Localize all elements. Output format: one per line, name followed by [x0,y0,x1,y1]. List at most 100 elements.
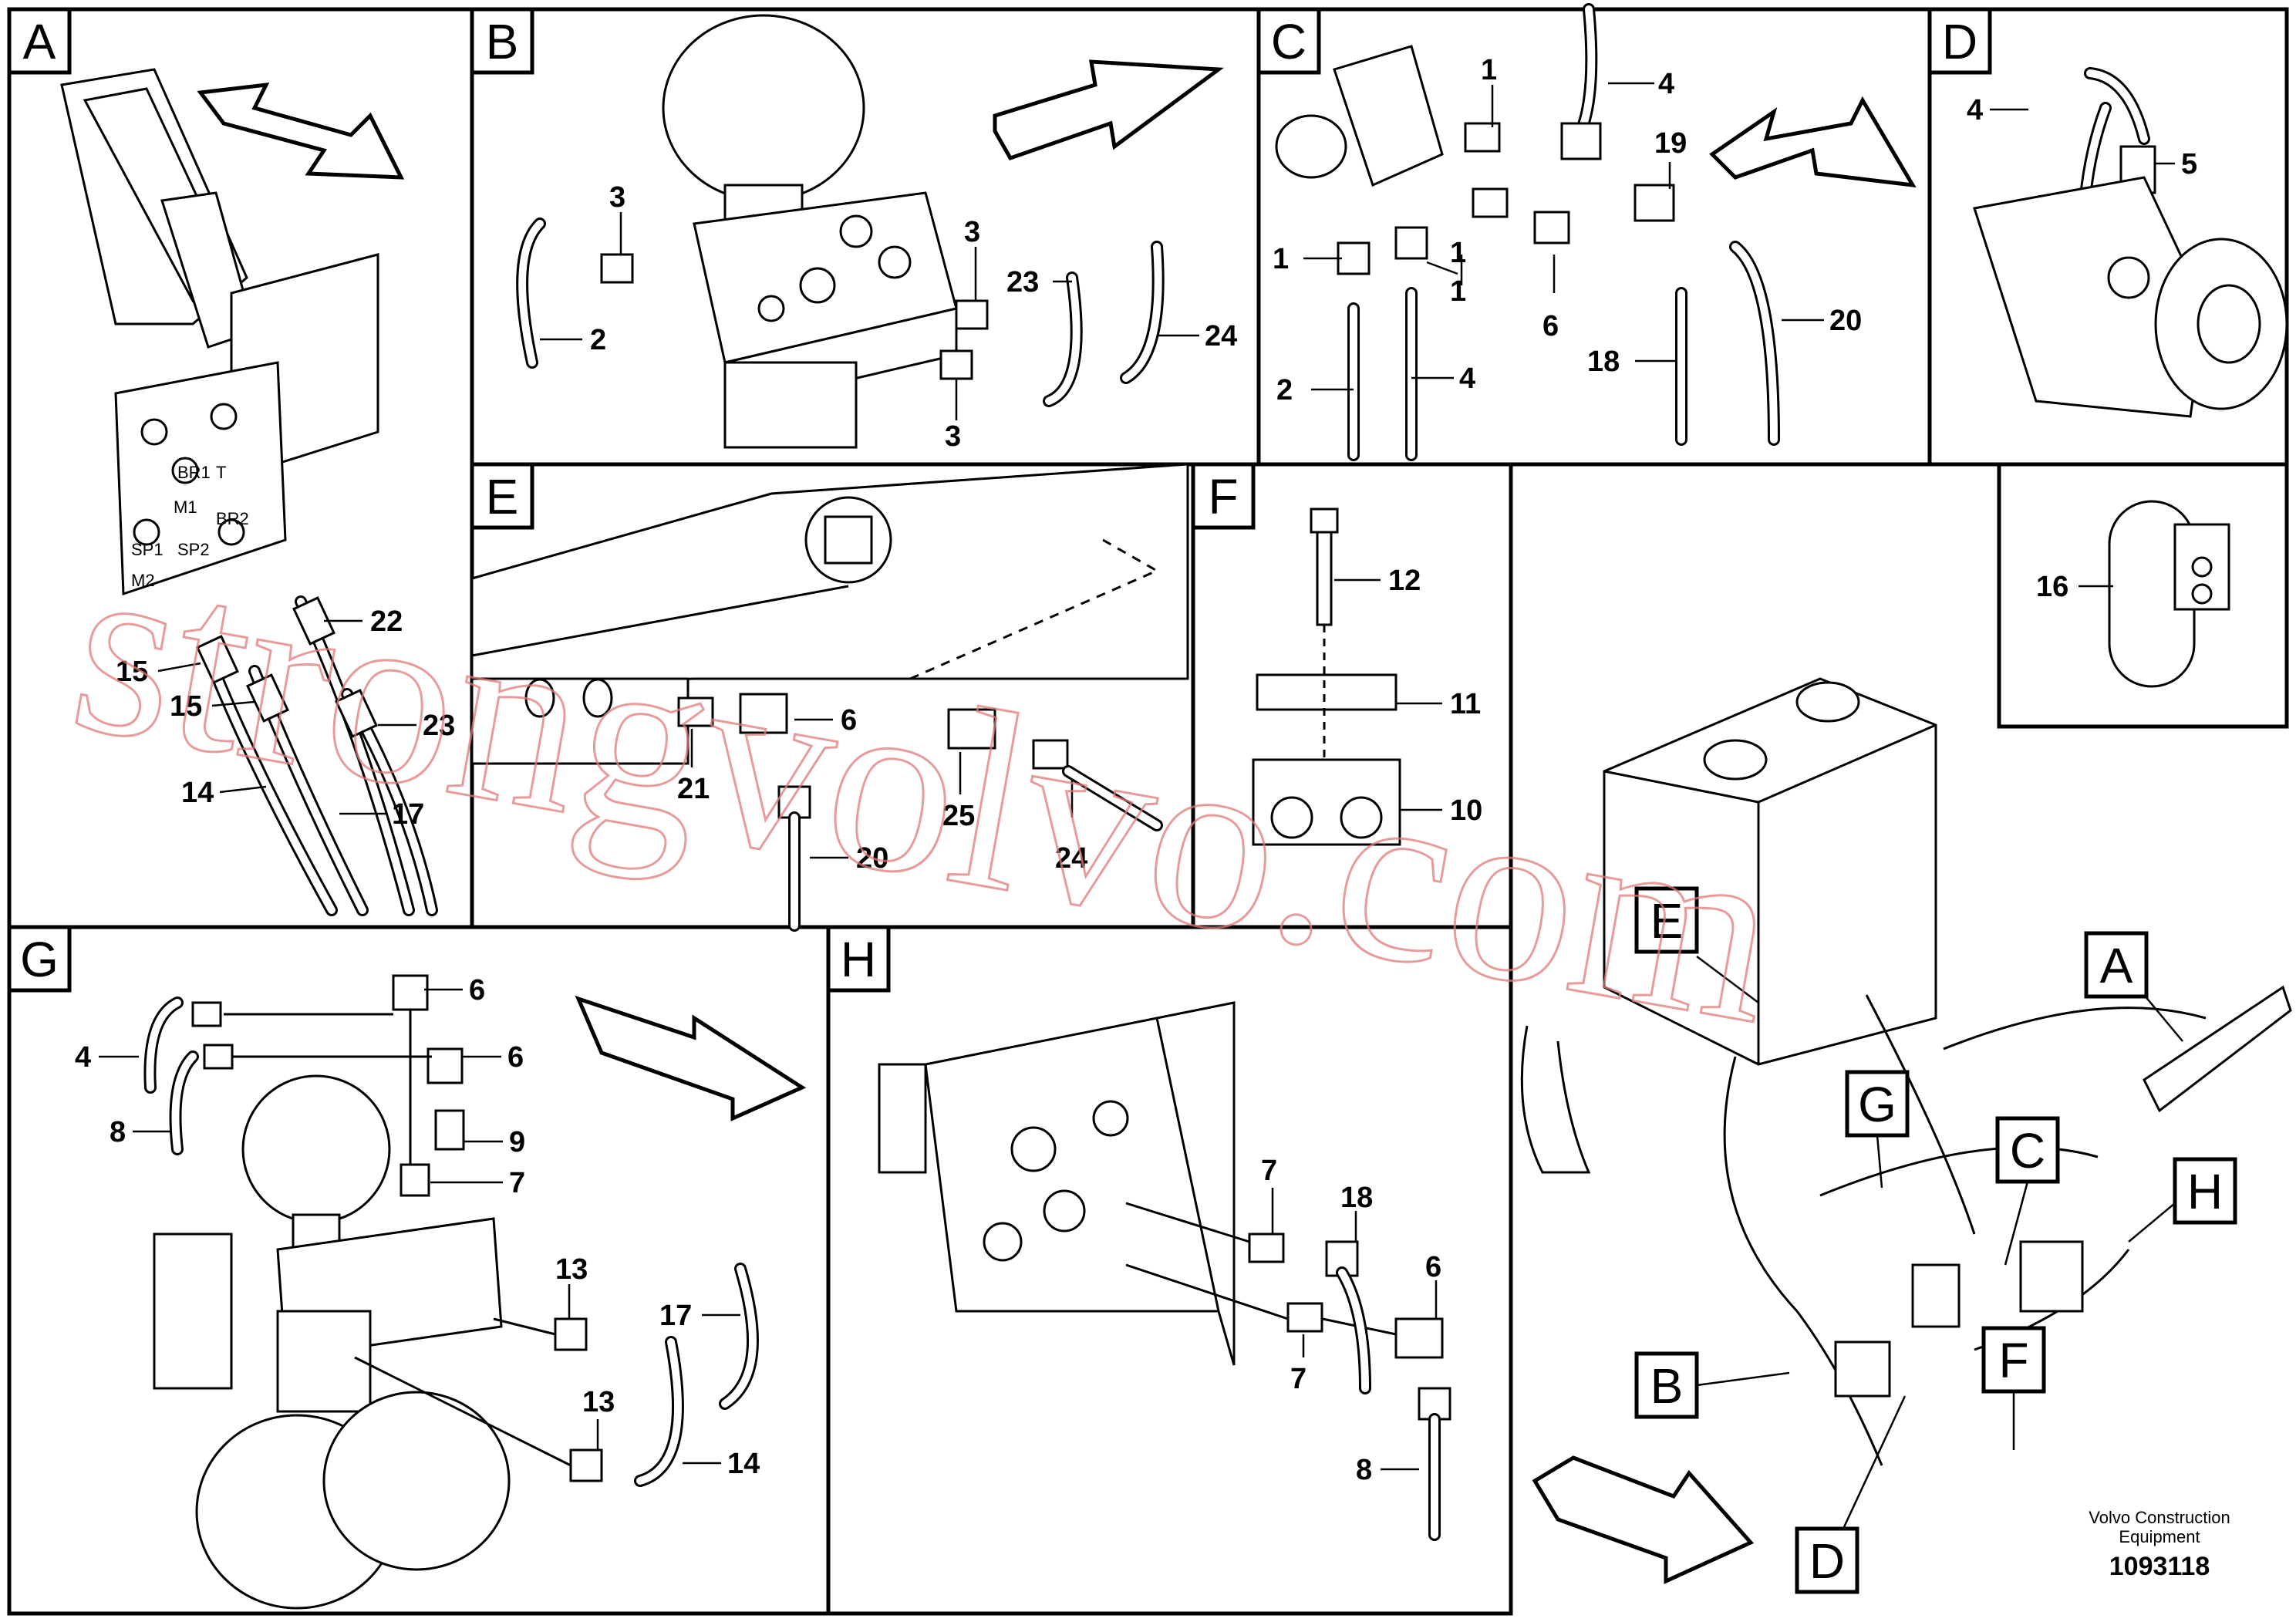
svg-text:15: 15 [116,656,148,688]
svg-text:19: 19 [1654,127,1687,160]
svg-text:4: 4 [1967,94,1983,126]
svg-text:F: F [1208,469,1238,524]
svg-text:C: C [1271,14,1306,69]
svg-text:D: D [1809,1533,1845,1589]
panel-h-label: H [826,925,891,993]
panel-a-drawing: BR1 T M1 BR2 SP1 SP2 M2 [60,68,438,916]
panel-c-drawing [1275,3,1917,461]
svg-text:BR1: BR1 [177,463,211,482]
svg-text:1: 1 [1481,54,1497,86]
svg-text:7: 7 [1290,1363,1306,1395]
svg-text:4: 4 [1658,68,1674,100]
svg-text:B: B [486,14,519,69]
svg-text:9: 9 [509,1126,525,1158]
panel-c-callouts: 1 4 19 1 1 1 6 20 2 4 18 [1273,54,1862,406]
svg-text:7: 7 [509,1167,525,1199]
brand-line-1: Volvo Construction [2089,1508,2230,1527]
svg-text:3: 3 [609,181,625,214]
svg-text:D: D [1942,14,1977,69]
svg-text:F: F [1998,1333,2028,1388]
panel-h-drawing [878,1001,1451,1541]
svg-text:2: 2 [1276,374,1293,406]
direction-arrow-icon [993,59,1225,161]
svg-text:2: 2 [590,324,606,356]
footer: Volvo Construction Equipment 1093118 [2089,1508,2230,1581]
svg-text:14: 14 [727,1448,760,1480]
svg-text:5: 5 [2181,148,2197,180]
svg-text:3: 3 [964,216,980,248]
svg-text:E: E [486,469,519,524]
overview-labels: E A G C H B F D [1634,886,2237,1594]
svg-text:10: 10 [1450,794,1482,827]
svg-text:H: H [841,932,876,987]
svg-text:B: B [1650,1358,1684,1414]
svg-text:SP2: SP2 [177,540,210,559]
direction-arrow-icon [1532,1455,1755,1584]
panel-g-label: G [7,925,72,993]
panel-b-label: B [470,7,534,75]
svg-text:12: 12 [1388,565,1421,597]
panel-c-label: C [1256,7,1321,75]
svg-text:BR2: BR2 [216,509,249,528]
clamp-detail-drawing [2108,500,2230,688]
panel-e-callouts: 6 21 20 25 24 [677,704,1087,875]
svg-text:SP1: SP1 [131,540,164,559]
panel-h-callouts: 7 18 6 7 8 [1261,1155,1441,1486]
svg-text:6: 6 [469,974,485,1007]
svg-text:C: C [2010,1123,2045,1179]
panel-e-label: E [470,462,534,530]
panel-f-callouts: 12 11 10 [1334,565,1482,827]
svg-text:T: T [216,463,226,482]
svg-text:1: 1 [1450,275,1466,308]
svg-text:7: 7 [1261,1155,1277,1187]
svg-text:22: 22 [370,605,403,638]
svg-text:A: A [23,14,56,69]
panel-g-callouts: 6 4 6 8 9 7 13 17 13 14 [75,974,760,1480]
panel-d-drawing [1973,67,2288,418]
svg-text:17: 17 [659,1300,692,1332]
svg-text:25: 25 [942,800,975,832]
svg-text:G: G [1858,1077,1896,1132]
svg-text:24: 24 [1205,320,1237,352]
svg-text:G: G [20,932,59,987]
svg-text:8: 8 [1356,1454,1372,1486]
direction-arrow-icon [575,995,807,1121]
svg-text:14: 14 [181,777,214,809]
svg-text:23: 23 [423,710,455,742]
svg-text:8: 8 [110,1116,126,1148]
svg-text:15: 15 [170,690,202,723]
svg-text:1: 1 [1450,237,1466,269]
svg-text:13: 13 [555,1253,588,1286]
svg-text:E: E [1650,893,1684,949]
svg-text:23: 23 [1006,266,1039,298]
svg-text:A: A [2100,938,2133,993]
panel-f-label: F [1191,462,1256,530]
svg-text:17: 17 [392,798,424,831]
panel-d-callouts: 4 5 [1967,94,2197,180]
svg-text:4: 4 [1459,363,1475,395]
panel-b-drawing [516,14,1225,449]
panel-f-drawing [1252,508,1401,846]
svg-text:16: 16 [2036,571,2068,603]
svg-text:M2: M2 [131,571,155,590]
svg-text:6: 6 [841,704,857,737]
svg-text:3: 3 [945,420,961,453]
svg-text:18: 18 [1587,346,1620,378]
svg-text:24: 24 [1055,842,1087,875]
svg-text:6: 6 [1425,1251,1441,1283]
panel-e-drawing [470,463,1189,932]
panel-g-drawing [143,974,807,1610]
svg-text:18: 18 [1340,1182,1373,1214]
direction-arrow-icon [197,82,405,180]
svg-text:6: 6 [1542,310,1559,342]
svg-text:21: 21 [677,773,710,805]
svg-text:20: 20 [1829,305,1862,337]
svg-text:M1: M1 [174,497,197,517]
svg-text:13: 13 [582,1386,615,1418]
brand-line-2: Equipment [2119,1527,2200,1546]
panel-a-callouts: 22 15 15 23 14 17 [116,605,455,831]
panel-a-label: A [7,7,72,75]
panel-d-label: D [1927,7,1992,75]
svg-text:20: 20 [856,842,888,875]
